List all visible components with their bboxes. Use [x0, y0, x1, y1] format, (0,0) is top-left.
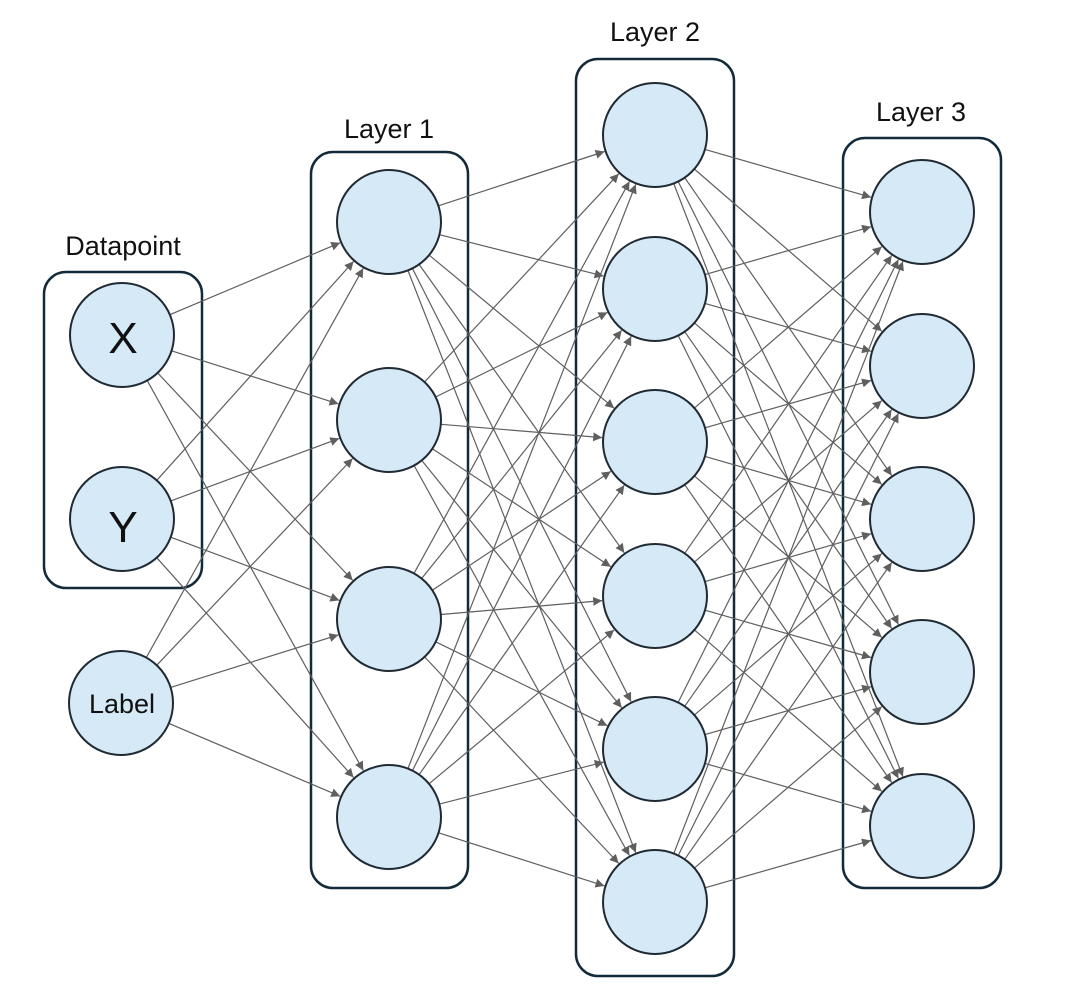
edge-input-x-to-l1-3 [157, 372, 354, 581]
edge-l1-2-to-l2-5 [421, 460, 623, 709]
edge-l2-5-to-l3-1 [677, 259, 899, 703]
edge-l2-4-to-l3-1 [684, 255, 893, 554]
edge-l1-3-to-l2-1 [413, 181, 631, 574]
edge-input-x-to-l1-4 [146, 380, 364, 771]
edge-l2-3-to-l3-1 [694, 246, 883, 409]
edge-l2-6-to-l3-2 [677, 413, 899, 856]
edge-input-label-to-l1-4 [168, 722, 341, 797]
edge-l2-6-to-l3-1 [673, 261, 904, 854]
edge-l1-4-to-l2-1 [407, 184, 637, 769]
edge-l2-6-to-l3-3 [684, 562, 893, 860]
edge-l1-4-to-l2-3 [418, 484, 625, 775]
layer2-node-1 [602, 82, 708, 188]
edge-input-x-to-l1-1 [169, 242, 341, 316]
layer2-group-label: Layer 2 [610, 17, 700, 47]
layer3-node-1 [869, 159, 975, 265]
layer1-node-2 [336, 367, 442, 473]
edge-input-y-to-l1-2 [170, 437, 340, 502]
edge-input-x-to-l1-2 [171, 350, 339, 406]
layer3-node-2 [869, 313, 975, 419]
layer2-node-3 [602, 389, 708, 495]
x-node-label: X [108, 314, 137, 363]
layer2-group-box [574, 57, 736, 978]
input-node-y [69, 466, 175, 572]
label-node-label: Label [89, 689, 155, 719]
edge-l2-1-to-l3-1 [704, 148, 872, 200]
layer1-node-3 [336, 566, 442, 672]
edge-l1-2-to-l2-4 [432, 448, 612, 568]
edge-input-y-to-l1-1 [156, 260, 355, 481]
edge-l2-2-to-l3-1 [704, 224, 872, 276]
input-node-x [69, 282, 175, 388]
edge-l1-3-to-l2-6 [424, 656, 620, 864]
edge-l2-6-to-l3-5 [704, 838, 872, 889]
edge-l1-1-to-l2-6 [407, 270, 637, 853]
layer2-node-2 [602, 236, 708, 342]
nodes-layer [68, 82, 975, 955]
edge-l1-1-to-l2-4 [418, 264, 625, 554]
edge-l1-4-to-l2-2 [411, 336, 632, 771]
edge-l1-3-to-l2-3 [431, 470, 612, 591]
edge-l1-1-to-l2-3 [428, 254, 615, 409]
edge-l1-1-to-l2-1 [438, 150, 605, 207]
datapoint-group-label: Datapoint [65, 231, 181, 261]
edge-input-y-to-l1-3 [170, 536, 340, 602]
edge-l1-1-to-l2-5 [411, 268, 632, 702]
edge-input-y-to-l1-4 [156, 557, 355, 778]
edge-l1-3-to-l2-2 [421, 329, 623, 579]
edge-l2-6-to-l3-4 [694, 706, 883, 869]
edge-l1-4-to-l2-6 [438, 832, 605, 888]
layer1-node-4 [336, 764, 442, 870]
edge-l1-4-to-l2-5 [439, 759, 604, 805]
edge-l1-2-to-l2-2 [435, 311, 608, 398]
layer2-node-5 [602, 696, 708, 802]
layer1-group-label: Layer 1 [344, 114, 434, 144]
layer3-group-label: Layer 3 [876, 97, 966, 127]
layer2-node-4 [602, 543, 708, 649]
layer2-node-6 [602, 849, 708, 955]
layer3-node-5 [869, 773, 975, 879]
edge-l1-1-to-l2-2 [439, 234, 604, 279]
edge-l1-2-to-l2-1 [424, 173, 620, 383]
layer3-node-3 [869, 466, 975, 572]
edge-l1-4-to-l2-4 [428, 629, 615, 785]
edge-input-label-to-l1-2 [156, 458, 354, 666]
edge-l1-3-to-l2-4 [440, 596, 603, 616]
edge-input-label-to-l1-3 [170, 633, 339, 688]
edge-l1-2-to-l2-3 [440, 423, 603, 442]
layer3-node-4 [869, 619, 975, 725]
edge-l1-3-to-l2-5 [435, 641, 608, 727]
edge-l1-2-to-l2-6 [413, 465, 630, 856]
input-node-label [68, 650, 174, 756]
edge-input-label-to-l1-1 [145, 268, 364, 658]
layer1-node-1 [336, 169, 442, 275]
y-node-label: Y [108, 503, 137, 552]
edges-layer [145, 148, 904, 889]
